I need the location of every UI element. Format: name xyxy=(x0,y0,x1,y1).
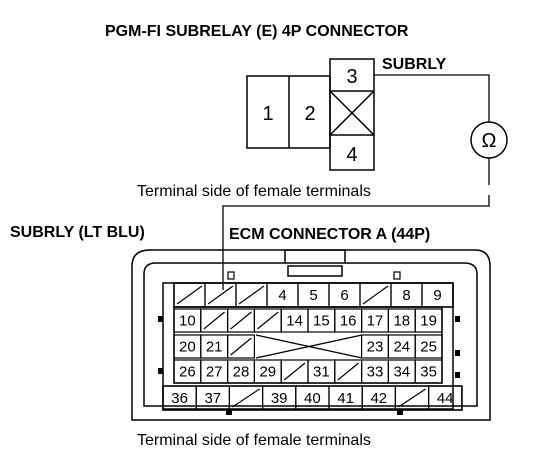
ecm-terminal-label: 16 xyxy=(340,313,357,330)
ecm-terminal-grid: 4 5 6 8 9 10 14 15 16 17 18 19 20 21 23 24 25 26 27 28 29 31 3… xyxy=(162,282,463,411)
ecm-terminal-label: 27 xyxy=(206,364,223,381)
ecm-cell xyxy=(421,282,454,308)
ecm-cell xyxy=(414,359,443,384)
ecm-terminal-label: 37 xyxy=(204,390,221,407)
ecm-housing-notches xyxy=(227,271,401,280)
ecm-empty-cell-slash xyxy=(232,388,260,408)
ecm-terminal-label: 4 xyxy=(278,287,286,304)
ecm-empty-cell-slash xyxy=(238,285,265,305)
ecm-terminal-label: 33 xyxy=(367,364,384,381)
ecm-cell xyxy=(414,308,443,333)
subrelay-pin-label: SUBRLY xyxy=(382,56,447,73)
ecm-empty-cell-slash xyxy=(398,388,426,408)
ecm-empty-cell-slash xyxy=(176,285,203,305)
ecm-terminal-label: 24 xyxy=(393,339,410,356)
ohm-symbol: Ω xyxy=(482,130,497,152)
ohmmeter-icon xyxy=(470,121,508,159)
ecm-empty-cell-slash xyxy=(207,285,234,305)
ecm-terminal-label: 29 xyxy=(259,364,276,381)
ecm-cell xyxy=(227,334,256,359)
subrelay-title: PGM-FI SUBRELAY (E) 4P CONNECTOR xyxy=(105,23,409,40)
ecm-terminal-label: 28 xyxy=(233,364,250,381)
ecm-cell xyxy=(254,335,281,358)
ecm-title: ECM CONNECTOR A (44P) xyxy=(229,226,430,243)
subrelay-terminal-2: 2 xyxy=(304,103,315,125)
ecm-terminal-label: 20 xyxy=(179,339,196,356)
ecm-empty-cell-slash xyxy=(230,311,252,330)
ecm-caption: Terminal side of female terminals xyxy=(137,432,371,449)
ecm-terminal-label: 14 xyxy=(286,313,303,330)
ecm-empty-cell-slash xyxy=(230,337,252,356)
ecm-terminal-label: 40 xyxy=(304,390,321,407)
ecm-housing-tabs xyxy=(158,316,460,415)
subrelay-terminal-1: 1 xyxy=(262,103,273,125)
ecm-terminal-label: 9 xyxy=(433,287,441,304)
subrelay-caption: Terminal side of female terminals xyxy=(137,183,371,200)
ecm-empty-cell-slash xyxy=(337,362,359,381)
ecm-terminal-label: 6 xyxy=(340,287,348,304)
ecm-terminal-label: 41 xyxy=(337,390,354,407)
ecm-terminal-label: 19 xyxy=(420,313,437,330)
ecm-cell xyxy=(414,334,443,359)
ecm-terminal-label: 25 xyxy=(420,339,437,356)
ecm-terminal-label: 39 xyxy=(271,390,288,407)
ecm-cell xyxy=(281,335,308,358)
ecm-terminal-label: 26 xyxy=(179,364,196,381)
ecm-cell xyxy=(428,385,463,411)
ecm-empty-cell-slash xyxy=(257,311,279,330)
meter-leads xyxy=(222,74,490,290)
ecm-empty-cell-slash xyxy=(362,285,389,305)
ecm-terminal-label: 15 xyxy=(313,313,330,330)
ecm-terminal-label: 35 xyxy=(420,364,437,381)
ecm-terminal-label: 21 xyxy=(206,339,223,356)
ecm-empty-cell-slash xyxy=(283,362,306,381)
ecm-terminal-label: 42 xyxy=(370,390,387,407)
ecm-terminal-label: 36 xyxy=(171,390,188,407)
subrelay-terminal-3: 3 xyxy=(346,66,357,88)
ecm-terminal-label: 31 xyxy=(313,364,330,381)
ecm-terminal-label: 34 xyxy=(393,364,410,381)
ecm-terminal-label: 8 xyxy=(402,287,410,304)
ecm-terminal-label: 5 xyxy=(309,287,317,304)
ecm-terminal-label: 17 xyxy=(367,313,384,330)
subrelay-connector xyxy=(246,58,375,171)
ecm-empty-cell-slash xyxy=(203,311,225,330)
subrelay-terminal-4: 4 xyxy=(346,144,357,166)
ecm-terminal-label: 44 xyxy=(437,390,454,407)
wire-label: SUBRLY (LT BLU) xyxy=(10,224,145,241)
ecm-cell xyxy=(308,335,335,358)
ecm-terminal-label: 10 xyxy=(179,313,196,330)
ecm-blocked-region xyxy=(255,334,363,359)
ecm-terminal-label: 18 xyxy=(393,313,410,330)
ecm-terminal-label: 23 xyxy=(367,339,384,356)
